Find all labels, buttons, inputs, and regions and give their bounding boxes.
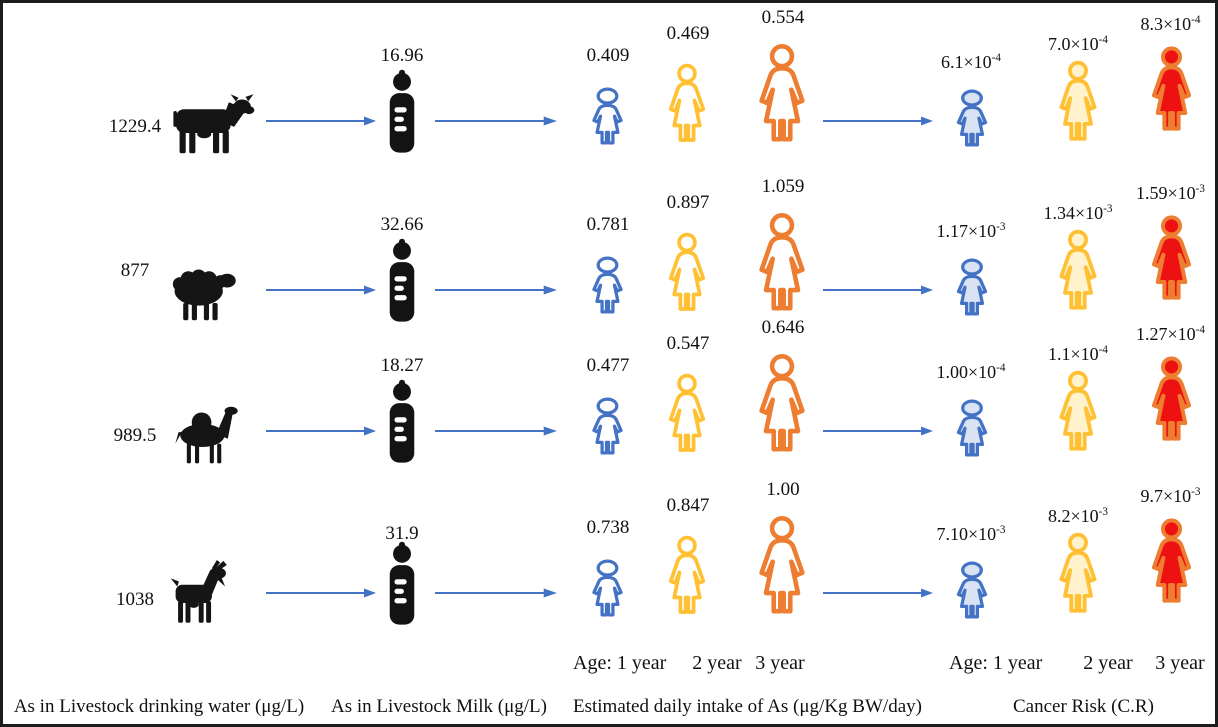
water-concentration-value: 989.5 <box>113 425 157 446</box>
arrow-right-icon <box>435 588 557 598</box>
water-concentration-value: 1038 <box>116 589 154 610</box>
stage-caption-drinking-water: As in Livestock drinking water (μg/L) <box>13 696 305 717</box>
intake-value-3yr: 1.059 <box>761 176 805 197</box>
camel-icon <box>162 401 251 465</box>
risk-value-2yr: 1.1×10-4 <box>1048 344 1108 364</box>
arrow-right-icon <box>435 285 557 295</box>
risk-3yr-icon <box>1143 345 1200 461</box>
risk-value-1yr: 6.1×10-4 <box>941 52 1001 72</box>
sheep-icon <box>164 260 242 322</box>
child-3yr-icon <box>748 515 816 625</box>
age-axis-label-intake-2yr: 2 year <box>692 652 742 674</box>
age-axis-label-risk-3yr: 3 year <box>1155 652 1205 674</box>
arrow-right-icon <box>266 588 376 598</box>
child-1yr-icon <box>580 86 635 151</box>
stage-caption-cancer-risk: Cancer Risk (C.R) <box>1013 696 1154 717</box>
risk-1yr-icon <box>947 560 997 625</box>
water-concentration-value: 877 <box>120 260 150 281</box>
risk-3yr-icon <box>1143 507 1200 623</box>
arrow-right-icon <box>266 116 376 126</box>
milk-bottle-icon <box>385 238 419 324</box>
intake-value-3yr: 0.646 <box>761 317 805 338</box>
risk-value-2yr: 7.0×10-4 <box>1048 34 1108 54</box>
risk-2yr-icon <box>1051 532 1105 622</box>
intake-value-2yr: 0.547 <box>666 333 710 354</box>
arrow-right-icon <box>266 426 376 436</box>
risk-value-2yr: 1.34×10-3 <box>1043 203 1113 223</box>
intake-value-3yr: 0.554 <box>761 7 805 28</box>
age-axis-label-risk-2yr: 2 year <box>1083 652 1133 674</box>
intake-value-2yr: 0.897 <box>666 192 710 213</box>
risk-1yr-icon <box>947 257 997 322</box>
stage-caption-daily-intake: Estimated daily intake of As (μg/Kg BW/d… <box>573 696 922 717</box>
arrow-right-icon <box>823 426 933 436</box>
risk-2yr-icon <box>1051 60 1105 150</box>
risk-value-3yr: 9.7×10-3 <box>1140 486 1201 506</box>
child-3yr-icon <box>748 43 816 153</box>
arrow-right-icon <box>435 116 557 126</box>
age-axis-label-intake-1yr: Age: 1 year <box>573 652 667 674</box>
child-3yr-icon <box>748 212 816 322</box>
risk-3yr-icon <box>1143 204 1200 320</box>
arrow-right-icon <box>823 285 933 295</box>
flow-row-goat: 1038 31.9 0.738 0.847 1.00 7.10×10-3 8.2… <box>3 479 1215 641</box>
risk-value-3yr: 1.59×10-3 <box>1136 183 1205 203</box>
child-3yr-icon <box>748 353 816 463</box>
child-2yr-icon <box>658 535 716 623</box>
risk-2yr-icon <box>1051 229 1105 319</box>
age-axis-label-intake-3yr: 3 year <box>755 652 805 674</box>
arrow-right-icon <box>266 285 376 295</box>
child-1yr-icon <box>580 255 635 320</box>
arrow-right-icon <box>823 116 933 126</box>
flow-row-camel: 989.5 18.27 0.477 0.547 0.646 1.00×10-4 … <box>3 317 1215 479</box>
cow-icon <box>169 93 257 155</box>
arrow-right-icon <box>823 588 933 598</box>
intake-value-1yr: 0.409 <box>586 45 630 66</box>
stage-caption-milk: As in Livestock Milk (μg/L) <box>331 696 547 717</box>
intake-value-2yr: 0.847 <box>666 495 710 516</box>
flow-row-sheep: 877 32.66 0.781 0.897 1.059 1.17×10-3 1.… <box>3 176 1215 338</box>
child-2yr-icon <box>658 63 716 151</box>
risk-value-2yr: 8.2×10-3 <box>1048 506 1108 526</box>
milk-concentration-value: 18.27 <box>380 355 424 376</box>
milk-bottle-icon <box>385 541 419 627</box>
child-2yr-icon <box>658 232 716 320</box>
age-axis-label-risk-1yr: Age: 1 year <box>949 652 1043 674</box>
intake-value-1yr: 0.738 <box>586 517 630 538</box>
risk-3yr-icon <box>1143 35 1200 151</box>
intake-value-1yr: 0.781 <box>586 214 630 235</box>
risk-value-1yr: 7.10×10-3 <box>936 524 1006 544</box>
arrow-right-icon <box>435 426 557 436</box>
water-concentration-value: 1229.4 <box>108 116 162 137</box>
milk-bottle-icon <box>385 379 419 465</box>
milk-concentration-value: 16.96 <box>380 45 424 66</box>
milk-concentration-value: 32.66 <box>380 214 424 235</box>
milk-bottle-icon <box>385 69 419 155</box>
child-1yr-icon <box>580 558 635 623</box>
child-1yr-icon <box>580 396 635 461</box>
risk-value-1yr: 1.17×10-3 <box>936 221 1006 241</box>
intake-value-3yr: 1.00 <box>766 479 800 500</box>
flow-row-cow: 1229.4 16.96 0.409 0.469 0.554 6.1×10-4 … <box>3 7 1215 169</box>
intake-value-2yr: 0.469 <box>666 23 710 44</box>
risk-1yr-icon <box>947 398 997 463</box>
intake-value-1yr: 0.477 <box>586 355 630 376</box>
child-2yr-icon <box>658 373 716 461</box>
goat-icon <box>169 553 235 631</box>
milk-concentration-value: 31.9 <box>385 523 419 544</box>
risk-2yr-icon <box>1051 370 1105 460</box>
risk-value-3yr: 8.3×10-4 <box>1140 14 1201 34</box>
risk-1yr-icon <box>947 88 997 153</box>
risk-value-3yr: 1.27×10-4 <box>1136 324 1205 344</box>
risk-value-1yr: 1.00×10-4 <box>936 362 1006 382</box>
